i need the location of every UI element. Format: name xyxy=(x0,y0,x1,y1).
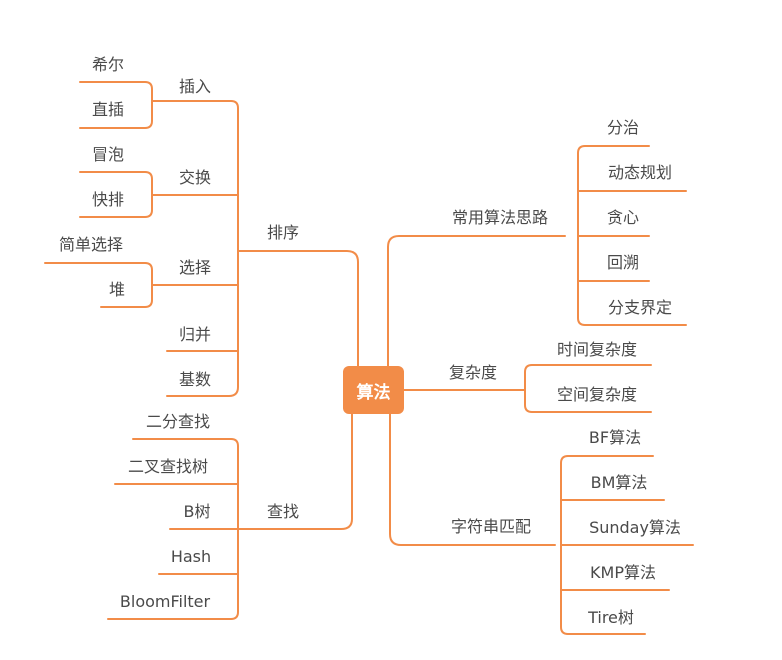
edge-search-trunk-up xyxy=(132,438,239,530)
node-btree[interactable]: B树 xyxy=(183,502,211,521)
node-binary-search[interactable]: 二分查找 xyxy=(145,412,211,431)
edge-root-sort xyxy=(237,250,359,367)
node-complexity[interactable]: 复杂度 xyxy=(448,363,498,382)
edge-select-simple xyxy=(44,262,153,286)
node-heap-sort[interactable]: 堆 xyxy=(108,280,126,299)
node-greedy[interactable]: 贪心 xyxy=(606,208,640,227)
node-time-complexity[interactable]: 时间复杂度 xyxy=(556,340,638,359)
node-search[interactable]: 查找 xyxy=(266,502,300,521)
edge-select-heap xyxy=(100,284,153,308)
node-swap[interactable]: 交换 xyxy=(178,168,212,187)
edge-root-string xyxy=(389,413,556,546)
edge-root-search xyxy=(237,413,353,530)
node-direct-insert[interactable]: 直插 xyxy=(91,100,125,119)
node-common-ideas[interactable]: 常用算法思路 xyxy=(451,208,549,227)
node-bm-algo[interactable]: BM算法 xyxy=(590,473,648,492)
edge-string-trunk-down xyxy=(560,544,646,635)
node-bloomfilter[interactable]: BloomFilter xyxy=(119,592,211,611)
node-select[interactable]: 选择 xyxy=(178,258,212,277)
edge-ideas-trunk-down xyxy=(577,235,687,326)
edge-swap-bubble xyxy=(79,171,153,196)
node-sunday-algo[interactable]: Sunday算法 xyxy=(589,518,681,537)
node-bst[interactable]: 二叉查找树 xyxy=(127,457,209,476)
node-branch-bound[interactable]: 分支界定 xyxy=(607,298,673,317)
node-quick-sort[interactable]: 快排 xyxy=(91,190,125,209)
node-string-match[interactable]: 字符串匹配 xyxy=(450,517,532,536)
node-radix[interactable]: 基数 xyxy=(178,370,212,389)
edge-search-trunk-down xyxy=(107,528,239,620)
edge-string-trunk-up xyxy=(560,455,654,546)
edge-root-ideas xyxy=(387,235,566,367)
edge-insert-direct xyxy=(79,100,153,129)
root-node[interactable]: 算法 xyxy=(343,366,404,414)
edge-insert-shell xyxy=(79,81,153,102)
node-kmp-algo[interactable]: KMP算法 xyxy=(590,563,656,582)
node-hash[interactable]: Hash xyxy=(170,547,212,566)
node-divide-conquer[interactable]: 分治 xyxy=(606,118,640,137)
edge-ideas-trunk-up xyxy=(577,145,650,237)
edge-complexity-time xyxy=(524,364,652,391)
node-dynamic-programming[interactable]: 动态规划 xyxy=(607,163,673,182)
node-trie-tree[interactable]: Tire树 xyxy=(588,608,634,627)
node-merge[interactable]: 归并 xyxy=(178,325,212,344)
node-space-complexity[interactable]: 空间复杂度 xyxy=(556,385,638,404)
node-sort[interactable]: 排序 xyxy=(266,223,300,242)
edge-sort-trunk xyxy=(151,100,239,252)
edge-swap-quick xyxy=(79,194,153,218)
edge-complexity-space xyxy=(524,389,652,413)
edge-sort-trunk-lower xyxy=(166,250,239,397)
node-bubble-sort[interactable]: 冒泡 xyxy=(91,145,125,164)
node-simple-select[interactable]: 简单选择 xyxy=(58,235,124,254)
node-backtracking[interactable]: 回溯 xyxy=(606,253,640,272)
node-insert[interactable]: 插入 xyxy=(178,77,212,96)
node-bf-algo[interactable]: BF算法 xyxy=(588,428,642,447)
node-shell-sort[interactable]: 希尔 xyxy=(91,55,125,74)
